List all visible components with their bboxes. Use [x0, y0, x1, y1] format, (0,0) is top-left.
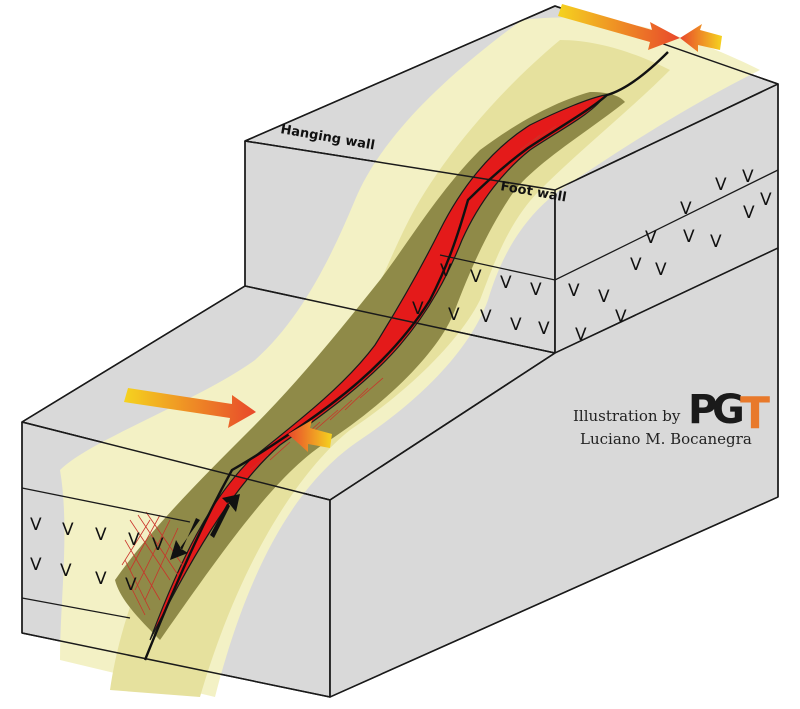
arrow-left-icon [680, 24, 722, 52]
svg-text:V: V [125, 575, 137, 595]
arrow-down-icon [170, 518, 200, 560]
svg-text:V: V [598, 287, 610, 307]
svg-text:V: V [538, 319, 550, 339]
svg-text:V: V [30, 515, 42, 535]
slip-arrows [170, 494, 240, 560]
svg-text:V: V [470, 267, 482, 287]
svg-text:V: V [448, 305, 460, 325]
fault-core [149, 94, 607, 641]
layer-boundaries [21, 169, 779, 619]
svg-text:V: V [95, 569, 107, 589]
svg-text:V: V [630, 255, 642, 275]
svg-text:V: V [95, 525, 107, 545]
svg-text:V: V [760, 190, 772, 210]
svg-text:V: V [530, 280, 542, 300]
svg-text:V: V [152, 535, 164, 555]
logo-letter-p: P [688, 387, 717, 433]
arrow-up-icon [210, 494, 240, 538]
arrow-left-icon [288, 420, 332, 452]
credit-block: Illustration by Luciano M. Bocanegra [573, 407, 752, 448]
fault-trace [143, 51, 669, 661]
arrow-right-icon [124, 388, 256, 428]
volcanic-layer-marks: V V V V V V V V V V V V V V V V V V V V … [30, 167, 772, 595]
credit-line-2: Luciano M. Bocanegra [580, 430, 752, 448]
svg-text:V: V [480, 307, 492, 327]
svg-text:V: V [62, 520, 74, 540]
svg-text:V: V [655, 260, 667, 280]
svg-text:V: V [743, 203, 755, 223]
pgt-logo: P G T [688, 387, 770, 439]
credit-line-1: Illustration by [573, 407, 681, 425]
svg-text:V: V [440, 261, 452, 281]
arrow-right-icon [558, 4, 680, 50]
svg-text:V: V [412, 299, 424, 319]
sediment-bands [60, 17, 760, 697]
compression-arrows [124, 4, 722, 452]
svg-text:V: V [680, 199, 692, 219]
svg-text:V: V [568, 281, 580, 301]
svg-text:V: V [742, 167, 754, 187]
svg-text:V: V [500, 273, 512, 293]
svg-text:V: V [60, 561, 72, 581]
svg-text:V: V [128, 530, 140, 550]
svg-text:V: V [645, 228, 657, 248]
svg-text:V: V [715, 175, 727, 195]
svg-text:V: V [683, 227, 695, 247]
svg-text:V: V [510, 315, 522, 335]
svg-text:V: V [615, 307, 627, 327]
svg-text:V: V [30, 555, 42, 575]
logo-letter-g: G [712, 387, 745, 433]
svg-text:V: V [575, 325, 587, 345]
svg-text:V: V [710, 232, 722, 252]
logo-letter-t: T [740, 388, 770, 439]
